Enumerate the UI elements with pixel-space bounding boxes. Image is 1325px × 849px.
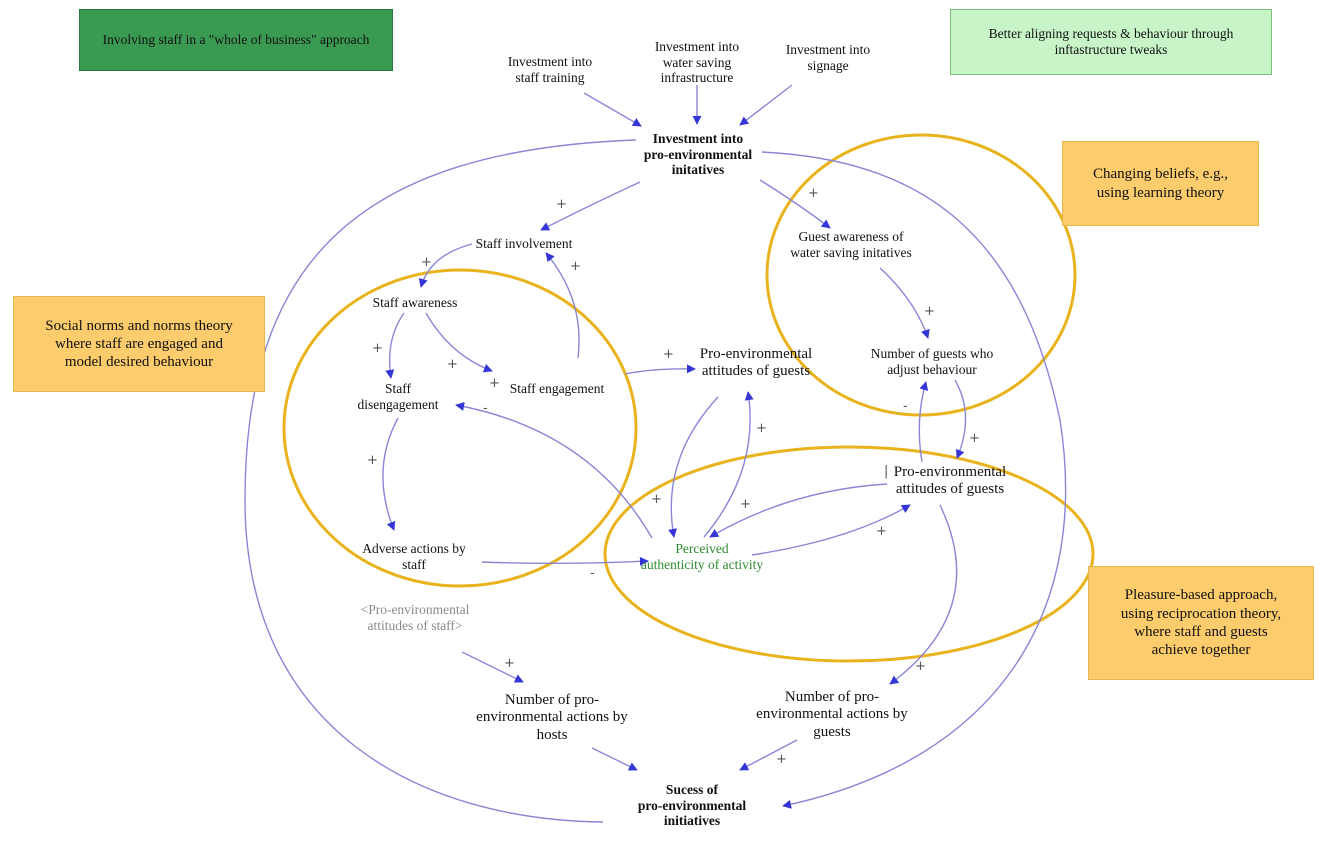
node-investment-pro-environmental: Investment into pro-environmental initat…	[643, 131, 753, 178]
box-pleasure-based-text: Pleasure-based approach, using reciproca…	[1120, 587, 1282, 659]
box-changing-beliefs-text: Changing beliefs, e.g., using learning t…	[1093, 166, 1228, 201]
sign-plus: +	[663, 347, 674, 362]
arrow-authenticity-to-attitudes2	[751, 504, 911, 556]
arrow-investment-to-involvement	[540, 181, 641, 231]
box-pleasure-based: Pleasure-based approach, using reciproca…	[1088, 566, 1314, 680]
loop-arc-left	[244, 139, 637, 823]
node-investment-water-saving: Investment into water saving infrastruct…	[654, 39, 740, 86]
arrow-training-to-investment	[583, 92, 642, 127]
box-whole-of-business-text: Involving staff in a "whole of business"…	[102, 31, 370, 47]
arrow-attitudes1-to-authenticity	[668, 396, 719, 538]
sign-plus: +	[876, 524, 887, 539]
box-whole-of-business: Involving staff in a "whole of business"…	[79, 9, 393, 71]
arrow-awareness-to-disengagement	[385, 312, 405, 379]
sign-minus: -	[483, 401, 488, 416]
node-staff-involvement: Staff involvement	[475, 236, 573, 251]
arrow-awareness-to-engagement	[425, 312, 493, 373]
node-investment-signage: Investment into signage	[785, 42, 871, 73]
sign-plus: +	[924, 304, 935, 319]
sign-plus: +	[504, 656, 515, 671]
sign-plus: +	[447, 357, 458, 372]
sign-plus: +	[776, 752, 787, 767]
sign-plus: +	[969, 431, 980, 446]
sign-plus: +	[421, 255, 432, 270]
arrow-involvement-to-awareness	[418, 243, 473, 288]
node-attitudes-guests-2: Pro-environmental attitudes of guests	[893, 464, 1007, 498]
sign-plus: +	[756, 421, 767, 436]
sign-minus: -	[903, 399, 908, 414]
arrow-authenticity-to-disengagement	[455, 402, 653, 539]
sign-minus: -	[590, 566, 595, 581]
arrow-disengagement-to-adverse	[382, 417, 399, 531]
node-staff-disengagement: Staff disengagement	[357, 381, 439, 412]
sign-tick: |	[884, 464, 889, 479]
node-adverse-actions-staff: Adverse actions by staff	[362, 541, 466, 572]
arrow-actions-hosts-to-success	[591, 747, 638, 771]
arrow-attitudes2-to-actions-guests	[889, 504, 958, 685]
sign-plus: +	[651, 492, 662, 507]
node-success-initiatives: Sucess of pro-environmental initiatives	[637, 782, 747, 829]
arrow-engagement-to-involvement	[545, 252, 580, 359]
box-infrastructure-tweaks: Better aligning requests & behaviour thr…	[950, 9, 1272, 75]
node-actions-by-guests: Number of pro- environmental actions by …	[756, 689, 908, 740]
arrow-actions-guests-to-success	[739, 739, 798, 771]
node-guest-awareness: Guest awareness of water saving initativ…	[790, 229, 912, 260]
box-social-norms-text: Social norms and norms theory where staf…	[45, 317, 233, 371]
loop-arc-right	[761, 151, 1067, 809]
sign-plus: +	[489, 376, 500, 391]
sign-plus: +	[808, 186, 819, 201]
ellipse-beliefs	[765, 133, 1077, 417]
node-attitudes-staff: <Pro-environmental attitudes of staff>	[360, 602, 470, 633]
arrow-attitudes2-to-adjust	[918, 381, 929, 463]
node-perceived-authenticity: Perceived authenticity of activity	[640, 541, 764, 572]
node-actions-by-hosts: Number of pro- environmental actions by …	[476, 692, 628, 743]
ellipse-staff-norms	[282, 268, 638, 588]
sign-plus: +	[556, 197, 567, 212]
sign-plus: +	[915, 659, 926, 674]
node-attitudes-guests-1: Pro-environmental attitudes of guests	[699, 346, 813, 380]
sign-plus: +	[740, 497, 751, 512]
arrow-guest-awareness-to-adjust	[879, 267, 930, 339]
arrow-engagement-to-attitudes	[624, 364, 696, 375]
ellipse-pleasure	[603, 445, 1095, 663]
box-changing-beliefs: Changing beliefs, e.g., using learning t…	[1062, 141, 1259, 226]
arrow-staff-attitudes-to-actions-hosts	[461, 651, 524, 683]
arrow-investment-to-guest-awareness	[759, 179, 831, 229]
arrow-adjust-to-attitudes2	[954, 379, 967, 459]
sign-plus: +	[372, 341, 383, 356]
box-infrastructure-tweaks-text: Better aligning requests & behaviour thr…	[988, 25, 1234, 57]
node-investment-staff-training: Investment into staff training	[507, 54, 593, 85]
arrow-authenticity-to-attitudes1	[703, 391, 754, 538]
node-guests-adjust-behaviour: Number of guests who adjust behaviour	[870, 346, 994, 377]
box-social-norms: Social norms and norms theory where staf…	[13, 296, 265, 392]
node-staff-awareness: Staff awareness	[372, 295, 458, 310]
arrow-signage-to-investment	[739, 84, 793, 126]
sign-plus: +	[367, 453, 378, 468]
node-staff-engagement: Staff engagement	[509, 381, 605, 396]
arrow-adverse-to-authenticity	[481, 556, 649, 566]
sign-plus: +	[570, 259, 581, 274]
arrow-attitudes2-to-authenticity	[709, 483, 888, 538]
